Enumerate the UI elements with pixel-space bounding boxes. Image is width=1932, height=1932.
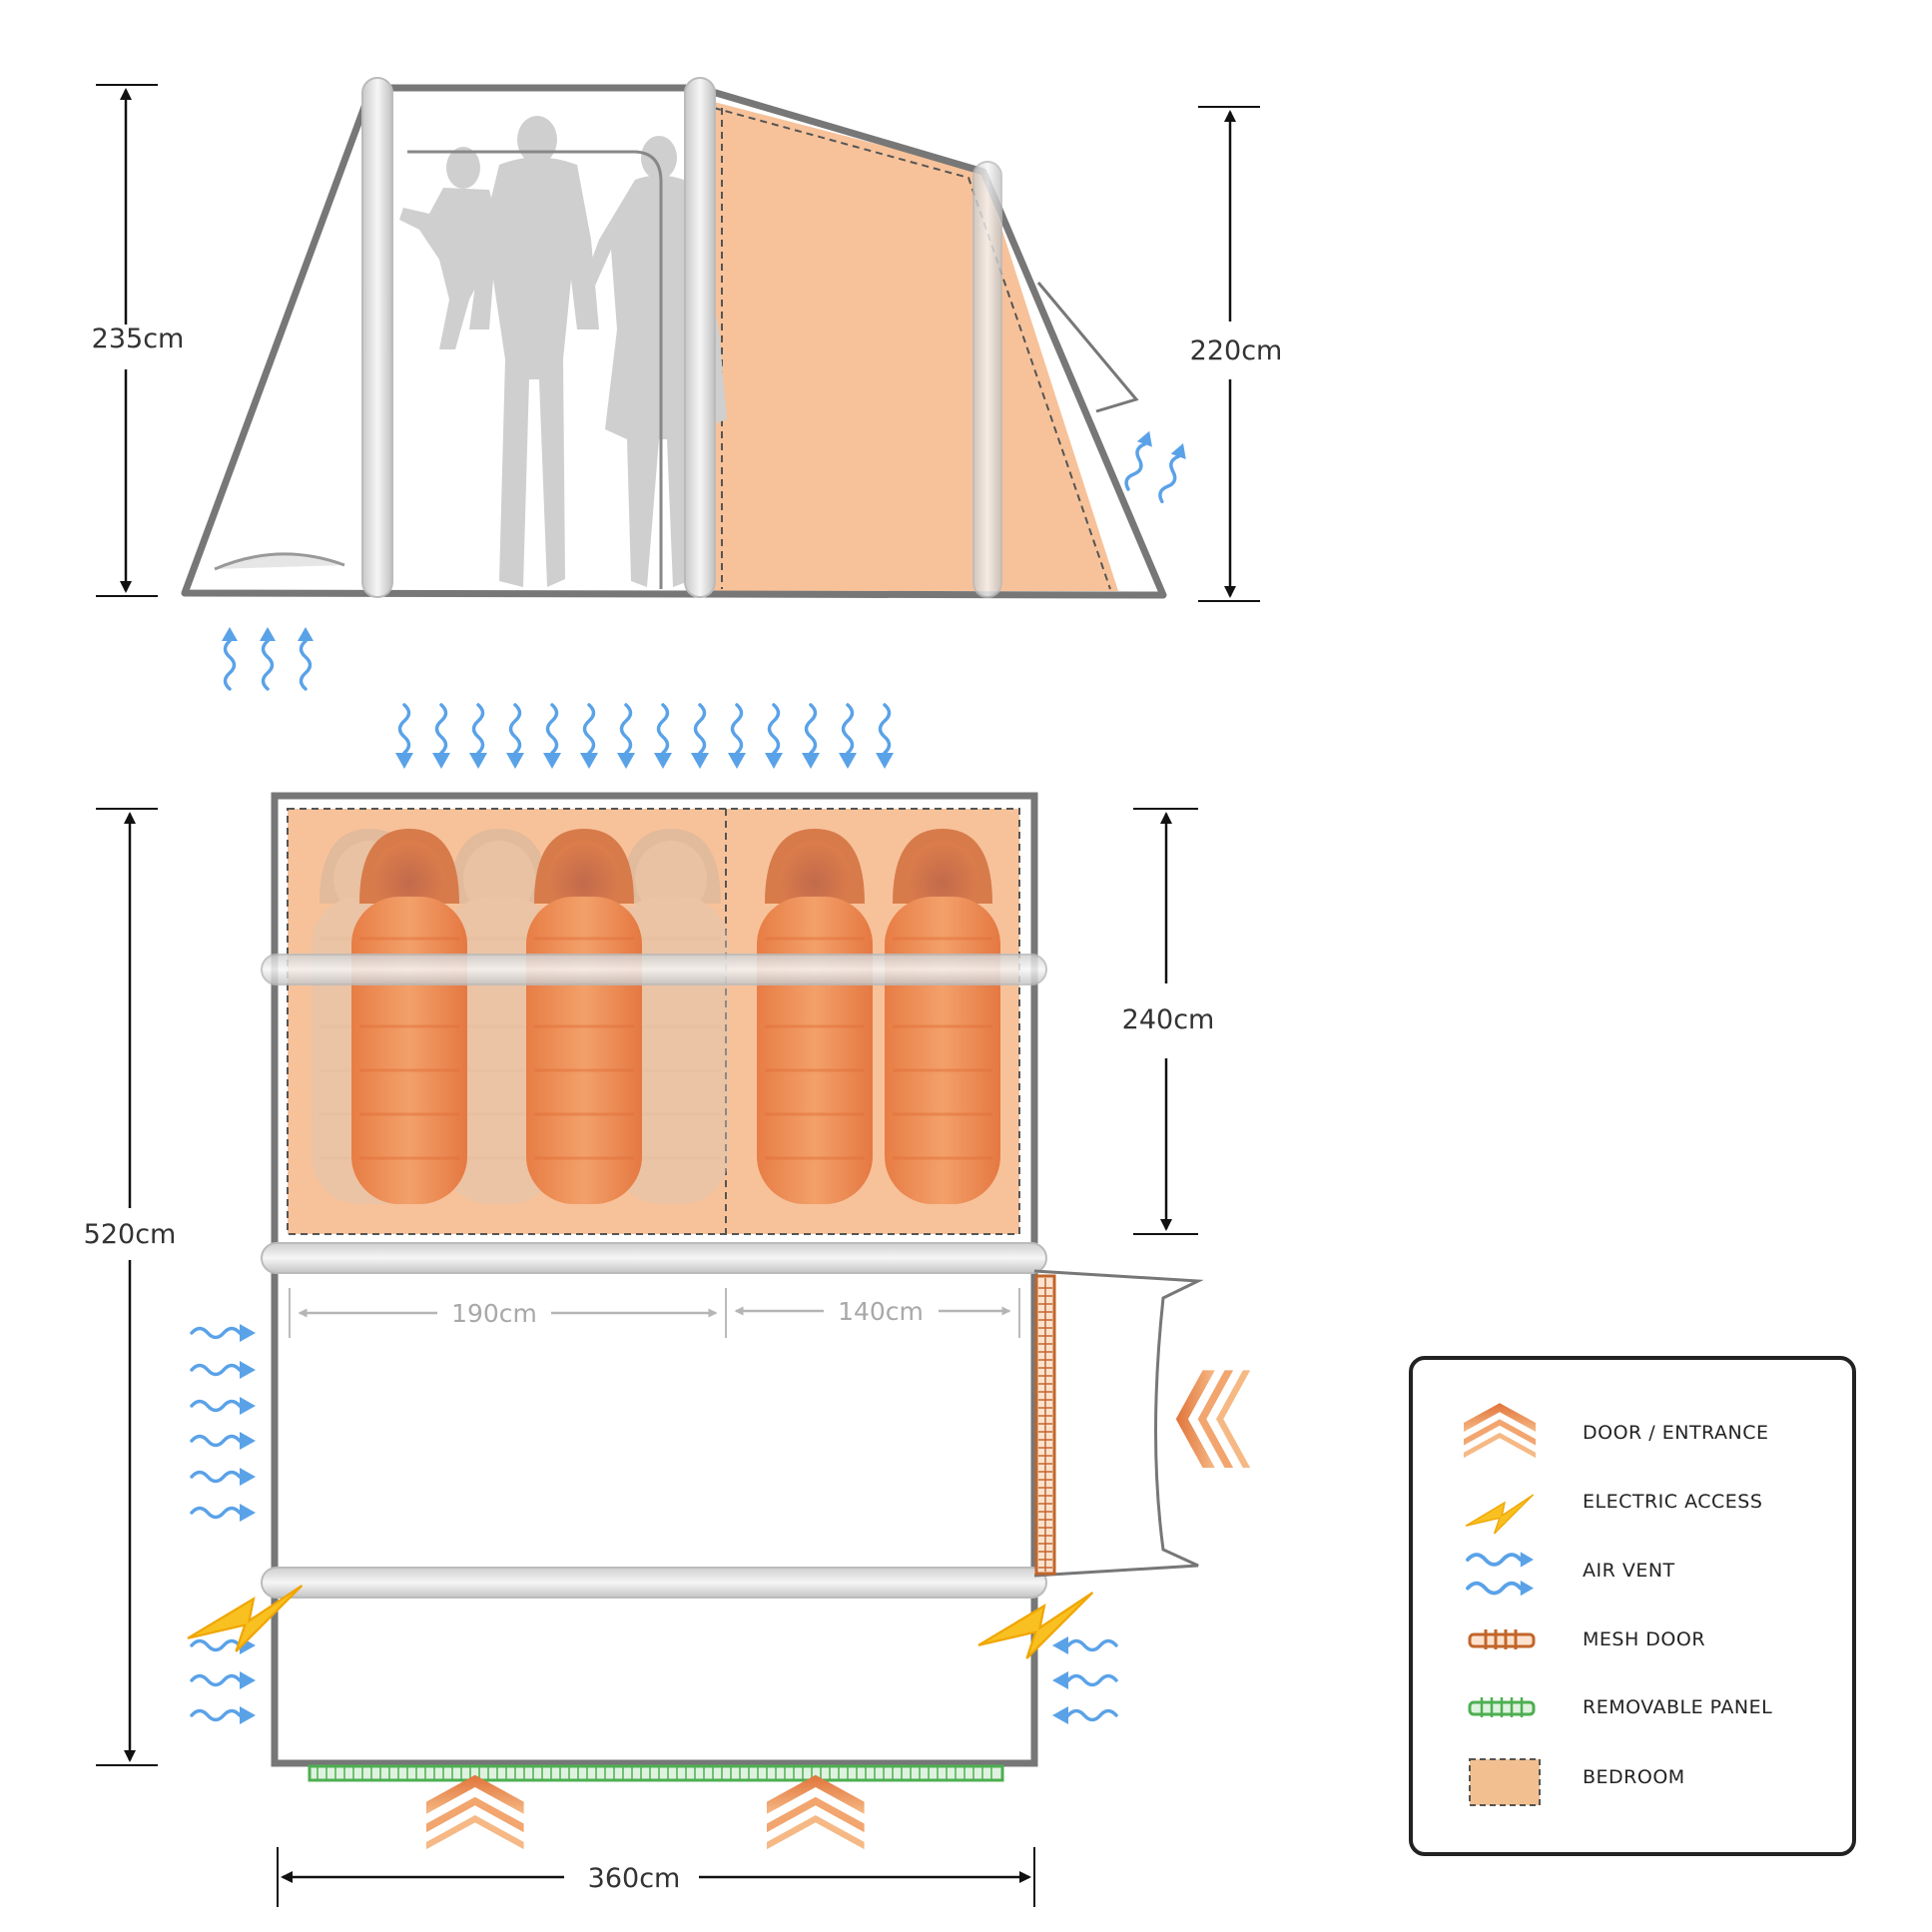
legend-label-panel: REMOVABLE PANEL bbox=[1583, 1696, 1772, 1718]
air-vent-icon bbox=[876, 703, 894, 769]
removable-panel-bottom bbox=[308, 1764, 1004, 1782]
legend: DOOR / ENTRANCE ELECTRIC ACCESS AIR VENT… bbox=[1409, 1356, 1856, 1856]
length-label: 520cm bbox=[84, 1219, 177, 1250]
air-vent-icon bbox=[802, 703, 820, 769]
legend-label-vent: AIR VENT bbox=[1583, 1560, 1675, 1582]
ground-sheet-bump bbox=[214, 552, 345, 571]
air-vent-icon bbox=[469, 703, 487, 769]
air-vent-icon bbox=[1052, 1636, 1118, 1654]
air-vent-icon bbox=[765, 703, 783, 769]
floor-bedroom-outline bbox=[287, 808, 1020, 1235]
air-vent-icon bbox=[432, 703, 450, 769]
mesh-door-icon bbox=[1468, 1629, 1536, 1649]
air-vent-icon bbox=[190, 1397, 256, 1415]
air-vent-icon bbox=[1052, 1706, 1118, 1724]
removable-panel-icon bbox=[1468, 1697, 1536, 1717]
bedroom-depth-label: 240cm bbox=[1122, 1004, 1215, 1035]
right-vents bbox=[1052, 1636, 1118, 1724]
front-door-frame bbox=[407, 150, 663, 589]
sleeping-bag bbox=[757, 829, 873, 1204]
side-beam-1 bbox=[361, 77, 393, 598]
side-beam-2 bbox=[684, 77, 716, 598]
side-bedroom-outline bbox=[713, 107, 1111, 590]
side-vent-left bbox=[222, 627, 314, 691]
height-left-label: 235cm bbox=[92, 323, 185, 354]
sleeping-bag bbox=[351, 829, 467, 1204]
air-vent-icon bbox=[190, 1324, 256, 1342]
air-vent-icon bbox=[580, 703, 598, 769]
side-view: 235cm 220cm bbox=[92, 77, 1283, 691]
legend-label-door: DOOR / ENTRANCE bbox=[1583, 1422, 1768, 1444]
air-vent-icon bbox=[190, 1671, 256, 1689]
height-right-label: 220cm bbox=[1190, 335, 1283, 366]
door-entrance-bottom-right bbox=[767, 1774, 865, 1850]
top-vents bbox=[395, 703, 894, 769]
air-vent-icon bbox=[506, 703, 524, 769]
bedroom-left-width-label: 190cm bbox=[451, 1299, 537, 1328]
air-vent-icon bbox=[691, 703, 709, 769]
side-canopy bbox=[1033, 1269, 1204, 1578]
side-bedroom-fill bbox=[714, 102, 1118, 591]
air-vent-icon bbox=[190, 1468, 256, 1486]
door-entrance-side bbox=[1175, 1370, 1251, 1468]
floor-outline bbox=[271, 792, 1038, 1767]
air-vent-icon bbox=[543, 703, 561, 769]
width-label: 360cm bbox=[588, 1863, 681, 1894]
side-beam-3 bbox=[972, 161, 1002, 598]
side-vent-flap bbox=[1036, 282, 1139, 413]
air-vent-icon bbox=[395, 703, 413, 769]
legend-label-mesh: MESH DOOR bbox=[1583, 1628, 1705, 1650]
bedroom-right-width-label: 140cm bbox=[838, 1297, 924, 1326]
legend-label-electric: ELECTRIC ACCESS bbox=[1583, 1491, 1762, 1513]
side-tent-outline bbox=[181, 84, 1167, 599]
left-vents bbox=[190, 1324, 256, 1724]
floor-beam-2 bbox=[261, 1242, 1047, 1274]
air-vent-icon bbox=[190, 1504, 256, 1522]
air-vent-icon bbox=[617, 703, 635, 769]
air-vent-icon bbox=[190, 1361, 256, 1379]
air-vent-icon bbox=[839, 703, 857, 769]
sleeping-bags bbox=[312, 829, 1000, 1204]
side-vent-right bbox=[1122, 430, 1186, 505]
air-vent-icon bbox=[190, 1706, 256, 1724]
door-entrance-bottom-left bbox=[426, 1774, 524, 1850]
air-vent-icon bbox=[190, 1432, 256, 1450]
legend-label-bedroom: BEDROOM bbox=[1583, 1766, 1685, 1788]
air-vent-icon bbox=[1466, 1552, 1534, 1597]
family-silhouette bbox=[399, 116, 727, 588]
floor-beam-1 bbox=[261, 954, 1047, 985]
sleeping-bag bbox=[885, 829, 1000, 1204]
floor-beam-3 bbox=[261, 1567, 1047, 1599]
air-vent-icon bbox=[728, 703, 746, 769]
sleeping-bag bbox=[526, 829, 642, 1204]
air-vent-icon bbox=[1052, 1671, 1118, 1689]
bedroom-swatch-icon bbox=[1469, 1758, 1541, 1806]
legend-box bbox=[1409, 1356, 1856, 1856]
floor-plan: 190cm 140cm 520cm 240cm 36 bbox=[84, 703, 1251, 1907]
air-vent-icon bbox=[654, 703, 672, 769]
